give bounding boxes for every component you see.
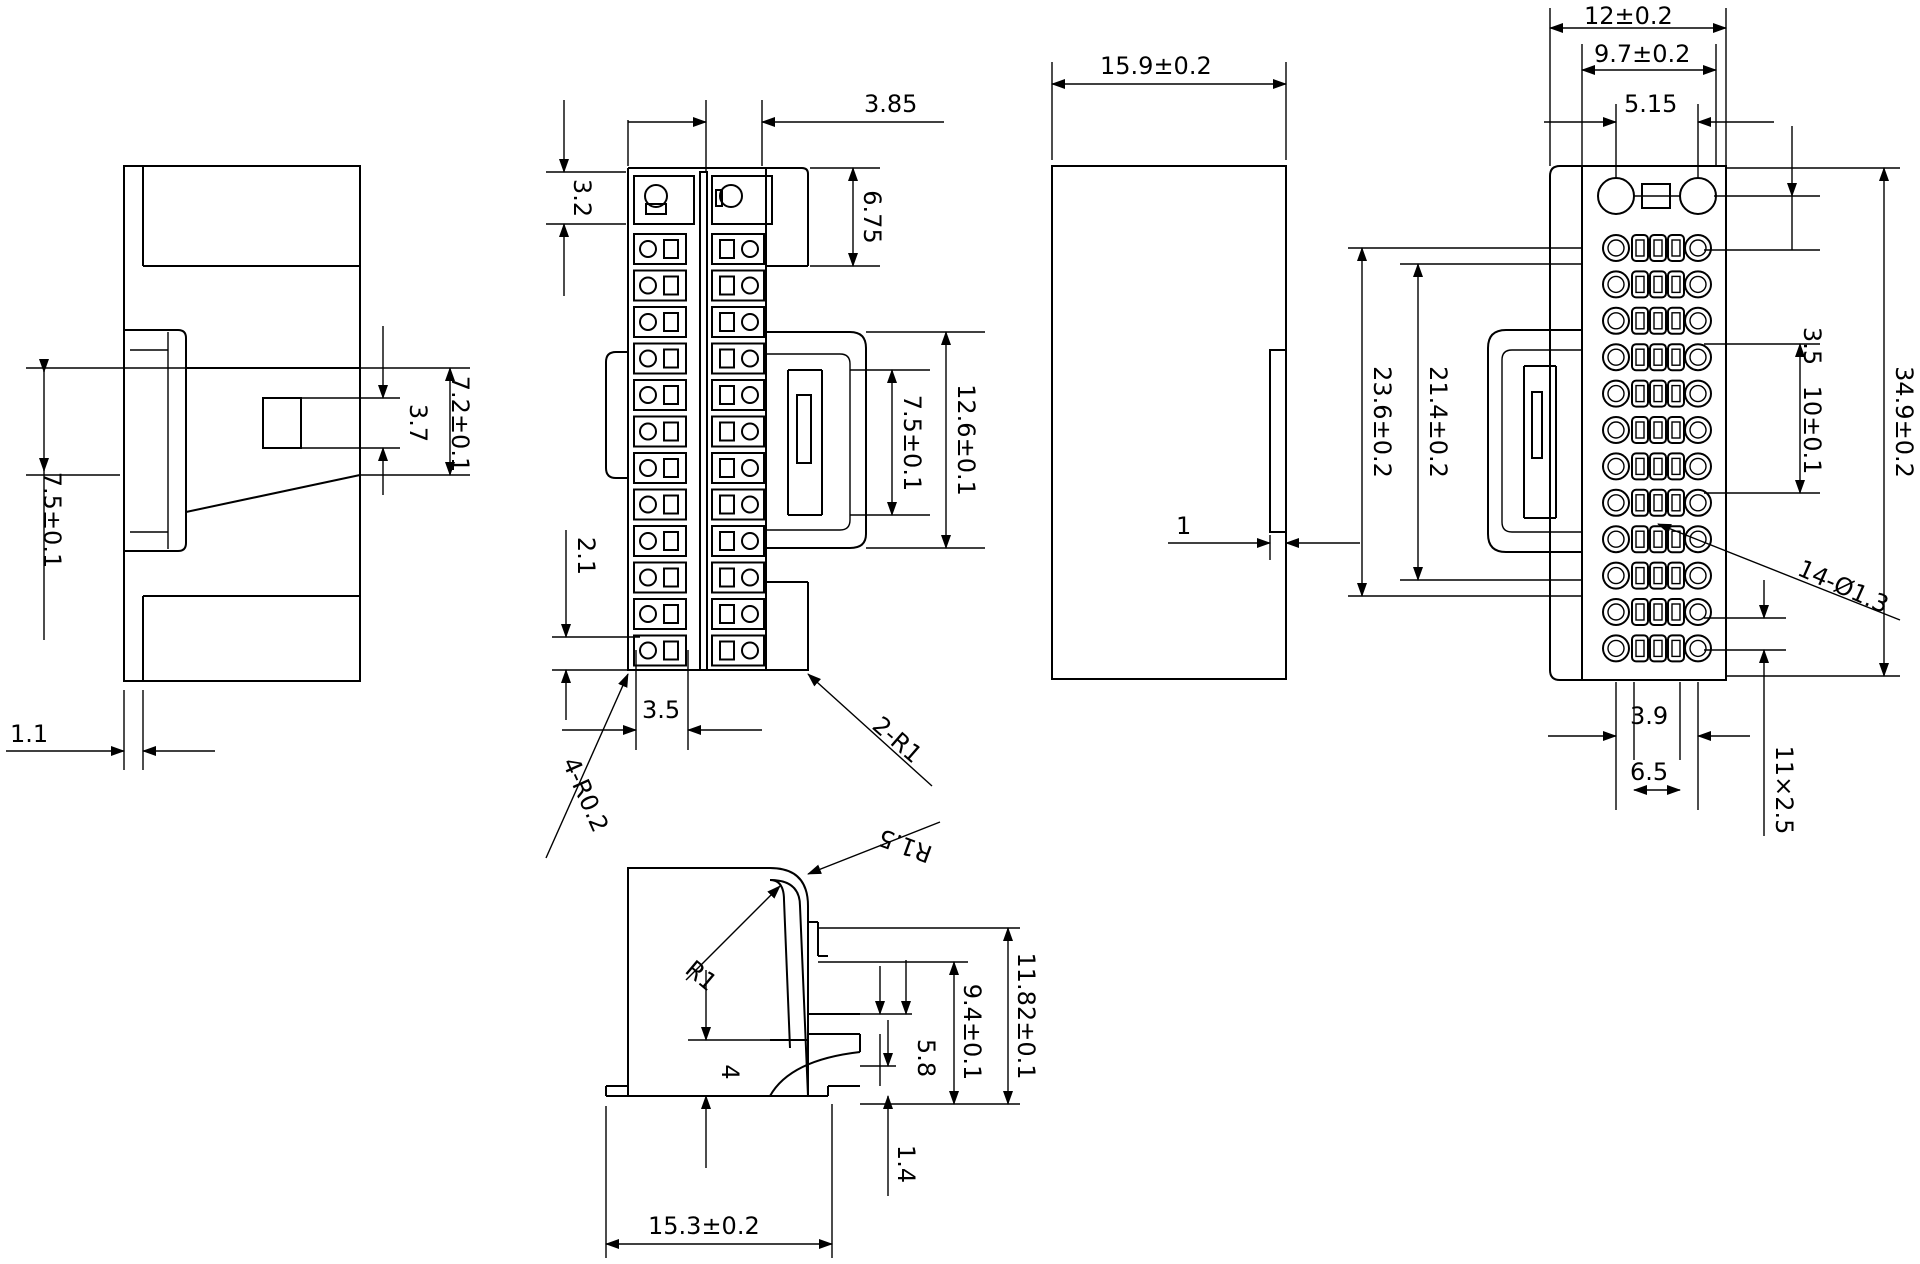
dim-3-5: 3.5 — [642, 696, 680, 724]
rear-hole-row — [1602, 234, 1712, 262]
rear-hole-row — [1602, 416, 1712, 444]
front-contact-cell — [633, 379, 687, 411]
dim-9-4: 9.4±0.1 — [958, 984, 986, 1080]
dim-9-7: 9.7±0.2 — [1594, 40, 1690, 68]
side-view-dimensions — [1051, 62, 1360, 560]
dim-3-9: 3.9 — [1630, 702, 1668, 730]
side-view — [1051, 165, 1287, 680]
rear-hole-row — [1602, 488, 1712, 517]
dim-34-9: 34.9±0.2 — [1890, 366, 1918, 478]
front-contact-cell — [633, 306, 687, 338]
dim-1-4: 1.4 — [892, 1145, 920, 1183]
rear-hole-row — [1602, 452, 1712, 481]
front-contact-cell — [711, 561, 765, 594]
dim-11-82: 11.82±0.1 — [1012, 953, 1040, 1080]
dim-5-8: 5.8 — [912, 1039, 940, 1077]
front-contact-cell — [711, 379, 765, 411]
front-contact-cell — [633, 561, 687, 594]
front-contact-cell — [711, 415, 765, 448]
dim-12-6: 12.6±0.1 — [952, 384, 980, 496]
dim-7-5-mid: 7.5±0.1 — [898, 395, 926, 491]
dim-3-5-right: 3.5 — [1798, 327, 1826, 365]
dim-r1: R1 — [680, 955, 722, 997]
rear-view — [1487, 165, 1727, 681]
front-contact-cell — [633, 488, 687, 521]
front-view-dimensions — [545, 100, 985, 859]
front-contact-cell — [711, 233, 765, 265]
rear-hole-row — [1602, 379, 1712, 408]
dim-6-75: 6.75 — [858, 190, 886, 243]
front-contact-cell — [711, 488, 765, 521]
dim-3-2: 3.2 — [568, 179, 596, 217]
left-side-view — [123, 165, 361, 682]
dim-2-r1: 2-R1 — [867, 711, 928, 769]
dim-4: 4 — [716, 1064, 744, 1079]
dim-7-5-left: 7.5±0.1 — [38, 472, 66, 568]
dim-21-4: 21.4±0.2 — [1424, 366, 1452, 478]
front-contact-grid — [633, 233, 765, 667]
front-contact-cell — [711, 598, 765, 630]
rear-hole-row — [1602, 343, 1712, 372]
bottom-profile-view — [605, 867, 861, 1097]
front-contact-cell — [633, 415, 687, 448]
front-contact-cell — [633, 233, 687, 265]
dim-6-5: 6.5 — [1630, 758, 1668, 786]
front-contact-cell — [711, 342, 765, 375]
front-contact-cell — [711, 306, 765, 338]
rear-hole-row — [1602, 306, 1712, 335]
rear-hole-grid — [1602, 234, 1712, 663]
dim-23-6: 23.6±0.2 — [1368, 366, 1396, 478]
front-contact-cell — [633, 525, 687, 557]
dim-1: 1 — [1176, 512, 1191, 540]
front-contact-cell — [633, 598, 687, 630]
dim-14-d1-3: 14-Ø1.3 — [1794, 554, 1893, 619]
dim-7-2: 7.2±0.1 — [446, 376, 474, 472]
rear-hole-row — [1602, 598, 1712, 626]
front-contact-cell — [711, 269, 765, 302]
dim-3-7: 3.7 — [404, 404, 432, 442]
rear-hole-row — [1602, 561, 1712, 590]
dim-3-85: 3.85 — [864, 90, 917, 118]
left-view-dimensions — [6, 326, 470, 770]
dim-12: 12±0.2 — [1584, 2, 1673, 30]
dim-2-1: 2.1 — [572, 537, 600, 575]
front-contact-cell — [711, 452, 765, 484]
dim-r1-5: R1.5 — [875, 823, 936, 868]
rear-view-dimensions — [1348, 8, 1901, 836]
front-contact-cell — [633, 269, 687, 302]
dim-1-1: 1.1 — [10, 720, 48, 748]
front-contact-cell — [633, 634, 687, 667]
dim-4-r0-2: 4-R0.2 — [556, 753, 614, 836]
rear-hole-row — [1602, 270, 1712, 299]
rear-hole-row — [1602, 634, 1712, 663]
dim-11x2-5: 11×2.5 — [1770, 746, 1798, 835]
front-contact-cell — [633, 342, 687, 375]
front-view — [605, 167, 867, 671]
front-contact-cell — [711, 525, 765, 557]
front-contact-cell — [711, 634, 765, 667]
dim-5-15: 5.15 — [1624, 90, 1677, 118]
dim-15-9: 15.9±0.2 — [1100, 52, 1212, 80]
dim-15-3: 15.3±0.2 — [648, 1212, 760, 1240]
bottom-view-dimensions — [605, 821, 1020, 1258]
front-contact-cell — [633, 452, 687, 484]
dim-10: 10±0.1 — [1798, 386, 1826, 475]
